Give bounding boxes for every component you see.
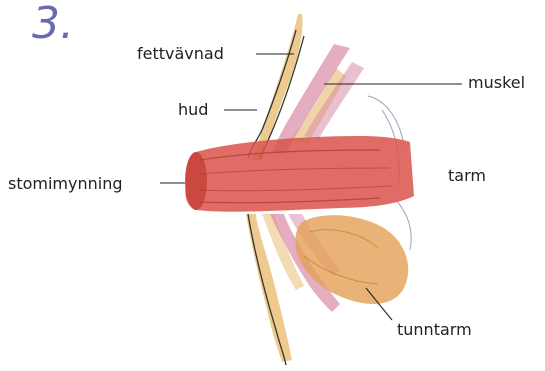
label-small-intestine: tunntarm (397, 322, 472, 338)
stoma-tube (185, 136, 414, 212)
label-skin: hud (178, 102, 208, 118)
small-intestine-layer (295, 215, 408, 304)
label-muscle: muskel (468, 75, 525, 91)
label-fat-tissue: fettvävnad (137, 46, 224, 62)
label-stoma-opening: stomimynning (8, 176, 123, 192)
label-intestine: tarm (448, 168, 486, 184)
